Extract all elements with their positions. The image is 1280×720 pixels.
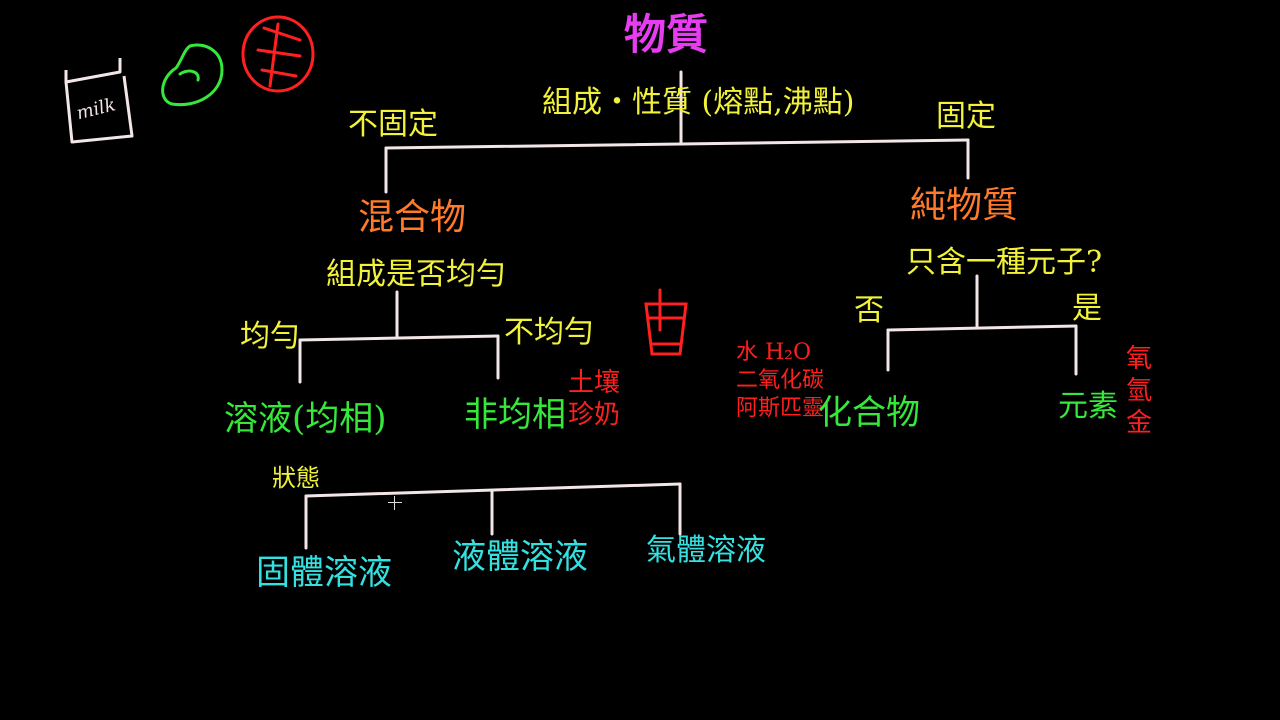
mixture-node: 混合物 — [358, 197, 467, 238]
uniform-label: 均勻 — [240, 319, 300, 354]
right-branch-label: 固定 — [936, 99, 996, 134]
pure-criterion: 只含一種元子? — [906, 245, 1103, 280]
non-uniform-label: 不均勻 — [504, 315, 594, 350]
solution-node: 溶液(均相) — [224, 399, 387, 439]
example-oxygen: 氧 — [1126, 344, 1153, 374]
crosshair-cursor-icon — [388, 496, 402, 510]
red-orange-icon — [241, 15, 315, 93]
state-label: 狀態 — [272, 464, 320, 492]
svg-text:milk: milk — [74, 94, 117, 124]
compound-examples: 水 H₂O 二氧化碳 阿斯匹靈 — [736, 342, 824, 420]
example-water: 水 H₂O — [736, 340, 812, 365]
heterogeneous-node: 非均相 — [464, 395, 566, 435]
root-criterion: 組成‧性質 (熔點,沸點) — [542, 85, 855, 120]
pure-bar — [886, 324, 1078, 332]
example-bubble-tea: 珍奶 — [568, 400, 621, 430]
yes-label: 是 — [1072, 291, 1102, 326]
mixture-criterion: 組成是否均勻 — [326, 257, 506, 292]
heterogeneous-examples: 土壤 珍奶 — [568, 370, 620, 428]
example-gold: 金 — [1126, 408, 1153, 438]
example-aspirin: 阿斯匹靈 — [736, 396, 825, 421]
example-co2: 二氧化碳 — [736, 368, 825, 393]
compound-node: 化合物 — [818, 393, 920, 433]
milk-carton-icon: milk — [64, 58, 134, 144]
bubble-tea-icon — [644, 288, 688, 356]
pure-substance-node: 純物質 — [910, 185, 1019, 226]
green-fruit-icon — [161, 43, 224, 107]
example-hydrogen: 氫 — [1126, 376, 1153, 406]
no-label: 否 — [854, 293, 884, 328]
element-examples: 氧 氫 金 — [1126, 346, 1152, 436]
element-node: 元素 — [1058, 389, 1118, 424]
left-branch-label: 不固定 — [348, 107, 438, 142]
root-bar — [384, 138, 970, 150]
example-soil: 土壤 — [568, 368, 621, 398]
gas-solution-node: 氣體溶液 — [646, 533, 766, 568]
root-title: 物質 — [624, 10, 709, 59]
solid-solution-node: 固體溶液 — [256, 553, 392, 593]
mixture-bar — [298, 334, 500, 342]
liquid-solution-node: 液體溶液 — [452, 537, 588, 577]
